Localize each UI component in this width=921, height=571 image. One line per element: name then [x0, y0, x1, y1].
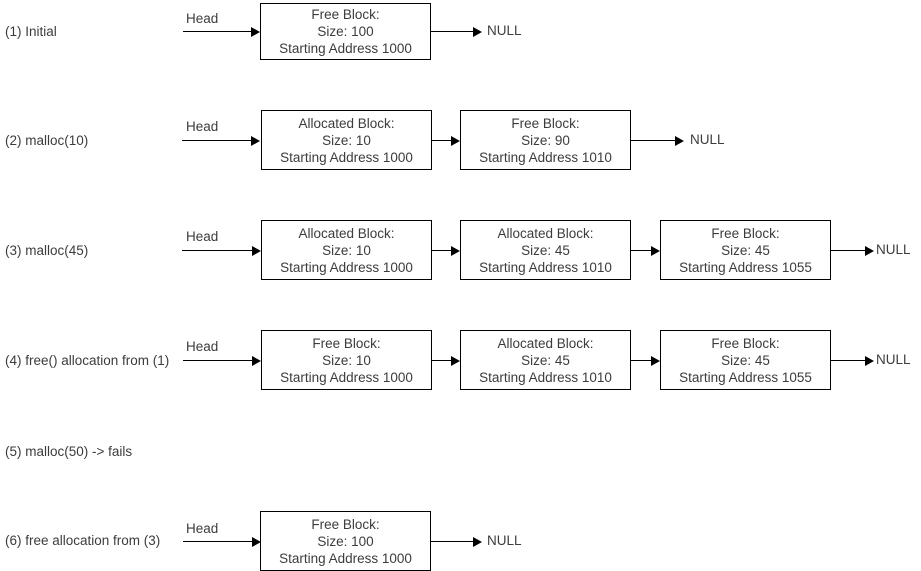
null-label-step-4: NULL: [876, 352, 911, 367]
block-text-line-3: Starting Address 1000: [280, 369, 413, 385]
step-label-step-2: (2) malloc(10): [5, 133, 89, 148]
step-label-step-1: (1) Initial: [5, 24, 57, 39]
block-text-line-1: Free Block:: [311, 7, 380, 22]
block-text-line-3: Starting Address 1000: [280, 259, 413, 275]
null-arrow-step-4-arrowhead-icon: [865, 355, 874, 366]
head-label-step-6: Head: [186, 521, 219, 536]
block-text-line-2: Size: 45: [721, 242, 770, 258]
null-arrow-step-4-line: [831, 360, 865, 361]
connector-step-4-1-arrowhead-icon: [651, 355, 660, 366]
head-label-step-4: Head: [186, 339, 219, 354]
block-text-line-1: Allocated Block:: [298, 225, 395, 241]
null-arrow-step-3-arrowhead-icon: [865, 245, 874, 256]
connector-step-3-1-arrowhead-icon: [651, 245, 660, 256]
head-arrow-step-6-line: [183, 541, 252, 542]
null-label-step-3: NULL: [876, 242, 911, 257]
null-label-step-1: NULL: [487, 23, 522, 38]
null-label-step-2: NULL: [690, 132, 725, 147]
head-label-step-2: Head: [186, 119, 219, 134]
block-text-line-2: Size: 100: [317, 24, 374, 39]
block-text-line-2: Size: 45: [521, 242, 570, 258]
block-text-line-1: Allocated Block:: [497, 335, 594, 351]
connector-step-3-1-line: [631, 250, 651, 251]
block-text-line-2: Size: 45: [721, 352, 770, 368]
block-text-line-1: Free Block:: [511, 115, 580, 131]
connector-step-2-0-line: [432, 140, 451, 141]
head-label-step-1: Head: [186, 11, 219, 26]
null-arrow-step-3-line: [831, 250, 865, 251]
null-arrow-step-2-line: [631, 140, 675, 141]
block-text-line-2: Size: 90: [521, 132, 570, 148]
head-arrow-step-1-arrowhead-icon: [251, 26, 260, 37]
head-arrow-step-2-arrowhead-icon: [251, 135, 260, 146]
block-text-line-3: Starting Address 1000: [279, 41, 412, 56]
null-arrow-step-6-line: [431, 541, 473, 542]
block-text-line-1: Allocated Block:: [497, 225, 594, 241]
connector-step-4-0-line: [432, 360, 451, 361]
step-label-step-3: (3) malloc(45): [5, 243, 89, 258]
block-text-line-3: Starting Address 1000: [280, 149, 413, 165]
block-text-line-3: Starting Address 1000: [279, 550, 412, 566]
block-text-line-3: Starting Address 1010: [479, 369, 612, 385]
null-arrow-step-2-arrowhead-icon: [675, 135, 684, 146]
null-arrow-step-6-arrowhead-icon: [473, 536, 482, 547]
block-text-line-1: Free Block:: [711, 335, 780, 351]
head-arrow-step-4-arrowhead-icon: [252, 355, 261, 366]
null-label-step-6: NULL: [487, 533, 522, 548]
block-text-line-2: Size: 10: [322, 242, 371, 258]
head-arrow-step-6-arrowhead-icon: [252, 536, 261, 547]
step-label-step-6: (6) free allocation from (3): [5, 533, 161, 548]
block-text-line-2: Size: 10: [322, 132, 371, 148]
block-text-line-3: Starting Address 1010: [479, 259, 612, 275]
block-text-line-2: Size: 10: [322, 352, 371, 368]
connector-step-3-0-line: [432, 250, 451, 251]
connector-step-4-1-line: [631, 360, 651, 361]
head-arrow-step-1-line: [183, 31, 251, 32]
head-label-step-3: Head: [186, 229, 219, 244]
block-text-line-2: Size: 100: [317, 533, 374, 549]
connector-step-2-0-arrowhead-icon: [451, 135, 460, 146]
null-arrow-step-1-line: [431, 31, 473, 32]
head-arrow-step-2-line: [182, 140, 251, 141]
connector-step-3-0-arrowhead-icon: [451, 245, 460, 256]
block-text-line-2: Size: 45: [521, 352, 570, 368]
block-text-line-1: Allocated Block:: [298, 115, 395, 131]
block-text-line-3: Starting Address 1010: [479, 149, 612, 165]
block-text-line-1: Free Block:: [311, 516, 380, 532]
head-arrow-step-3-arrowhead-icon: [252, 245, 261, 256]
step-label-step-4: (4) free() allocation from (1): [5, 353, 170, 368]
head-arrow-step-4-line: [183, 360, 252, 361]
block-text-line-1: Free Block:: [711, 225, 780, 241]
connector-step-4-0-arrowhead-icon: [451, 355, 460, 366]
step-label-step-5: (5) malloc(50) -> fails: [5, 444, 133, 459]
block-text-line-3: Starting Address 1055: [679, 369, 812, 385]
null-arrow-step-1-arrowhead-icon: [473, 26, 482, 37]
block-text-line-1: Free Block:: [312, 335, 381, 351]
block-text-line-3: Starting Address 1055: [679, 259, 812, 275]
head-arrow-step-3-line: [182, 250, 252, 251]
